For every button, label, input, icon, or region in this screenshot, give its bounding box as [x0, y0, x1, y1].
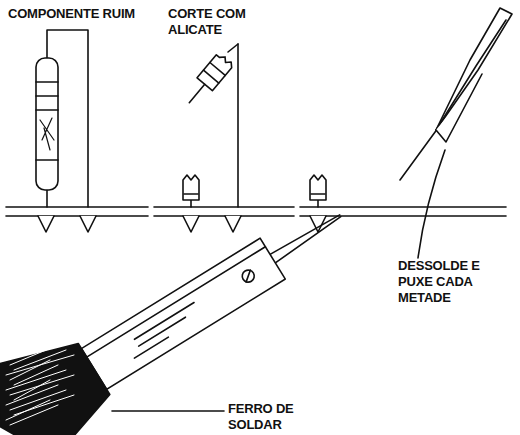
- component-lead: [237, 44, 239, 207]
- cut-stub: [310, 175, 326, 207]
- cable-texture: [6, 340, 74, 425]
- callout-label: FERRO DE SOLDAR: [228, 401, 312, 433]
- leader-line: [112, 410, 224, 412]
- leader-line: [418, 150, 445, 258]
- callout-label: DESSOLDE E PUXE CADA METADE: [398, 258, 502, 306]
- cut-stub: [183, 175, 199, 207]
- tweezers: [436, 8, 512, 142]
- resistor-symbol: [36, 30, 88, 207]
- component-lead: [228, 44, 238, 52]
- circuit-board: [6, 207, 506, 216]
- pulled-lead: [400, 128, 438, 180]
- soldering-iron: [0, 170, 370, 435]
- texture-stroke: [10, 405, 58, 425]
- callout-label: COMPONENTE RUIM: [8, 6, 138, 22]
- callout-label: CORTE COM ALICATE: [168, 6, 258, 38]
- cut-component: [182, 52, 235, 109]
- solder-joints: [38, 216, 326, 232]
